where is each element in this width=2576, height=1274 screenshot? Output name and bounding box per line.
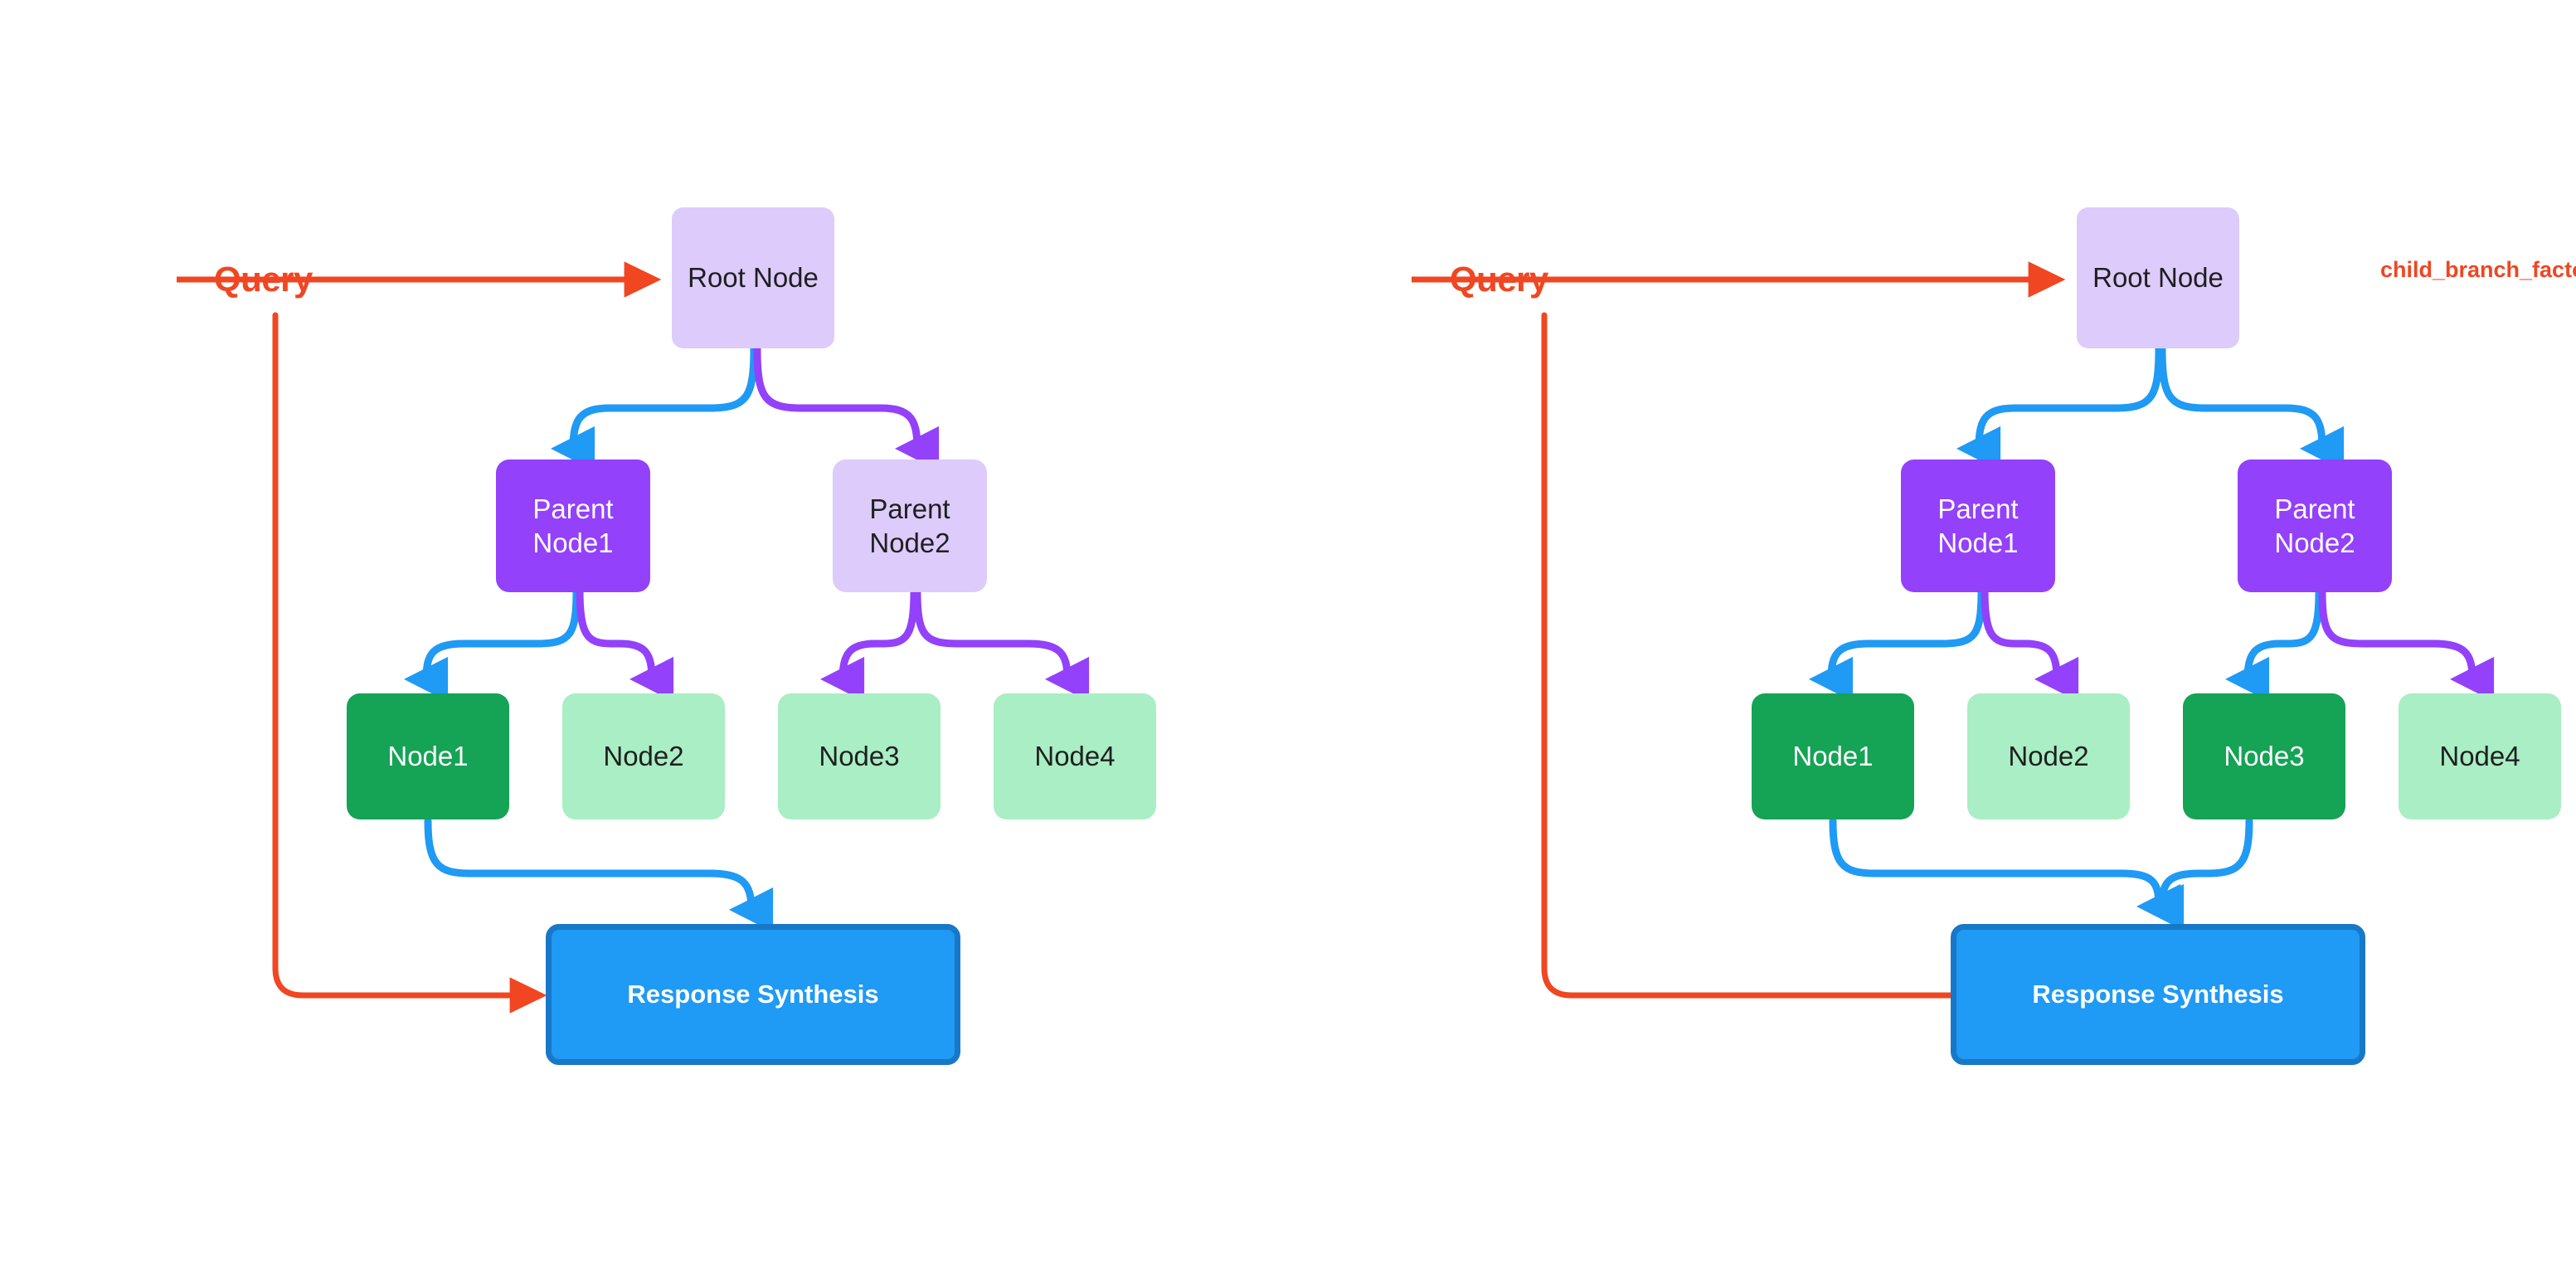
edge-parent2-to-leaf4	[2318, 586, 2495, 702]
edge-parent1-to-leaf2	[1981, 586, 2079, 702]
node-leaf-3[interactable]: Node3	[778, 693, 940, 819]
child-branch-factor-label: child_branch_factor=2	[2380, 257, 2576, 282]
edge-root-to-parent2	[753, 344, 940, 471]
edge-query-to-synthesis	[1541, 312, 2010, 1014]
node-response-synthesis[interactable]: Response Synthesis	[1951, 924, 2365, 1065]
node-response-synthesis[interactable]: Response Synthesis	[546, 924, 960, 1065]
node-root[interactable]: Root Node	[672, 207, 834, 348]
node-root[interactable]: Root Node	[2077, 207, 2239, 348]
diagram-left: Query Root Node Parent Node1 Parent Node…	[177, 207, 1156, 1065]
node-leaf-3[interactable]: Node3	[2183, 693, 2345, 819]
edge-root-to-parent1	[1956, 344, 2163, 471]
edge-leaf1-to-synthesis	[424, 817, 774, 932]
edge-parent1-to-leaf2	[576, 586, 674, 702]
edge-parent2-to-leaf4	[913, 586, 1090, 702]
node-parent-2[interactable]: Parent Node2	[833, 460, 987, 592]
node-parent-1[interactable]: Parent Node1	[496, 460, 650, 592]
edge-query-to-synthesis	[272, 312, 547, 1014]
edge-parent1-to-leaf1	[1808, 586, 1985, 702]
node-parent-1[interactable]: Parent Node1	[1901, 460, 2055, 592]
edge-parent2-to-leaf3	[819, 586, 918, 702]
query-label: Query	[1450, 260, 1548, 299]
edge-leaf1-to-synthesis	[1829, 817, 2181, 929]
node-leaf-1[interactable]: Node1	[1752, 693, 1914, 819]
edge-parent2-to-leaf3	[2224, 586, 2323, 702]
node-leaf-4[interactable]: Node4	[994, 693, 1156, 819]
edge-root-to-parent2	[2158, 344, 2345, 471]
node-leaf-1[interactable]: Node1	[347, 693, 509, 819]
edge-root-to-parent1	[550, 344, 758, 471]
edge-parent1-to-leaf1	[403, 586, 581, 702]
diagram-right: Query child_branch_factor=2 Root Node Pa…	[1161, 0, 2576, 1274]
edges-right	[1412, 261, 2495, 1014]
edge-leaf3-to-synthesis	[2139, 817, 2253, 929]
query-label: Query	[214, 260, 313, 299]
node-leaf-2[interactable]: Node2	[1967, 693, 2130, 819]
node-leaf-2[interactable]: Node2	[562, 693, 725, 819]
node-leaf-4[interactable]: Node4	[2399, 693, 2561, 819]
edges-left	[177, 261, 1090, 1014]
node-parent-2[interactable]: Parent Node2	[2238, 460, 2392, 592]
